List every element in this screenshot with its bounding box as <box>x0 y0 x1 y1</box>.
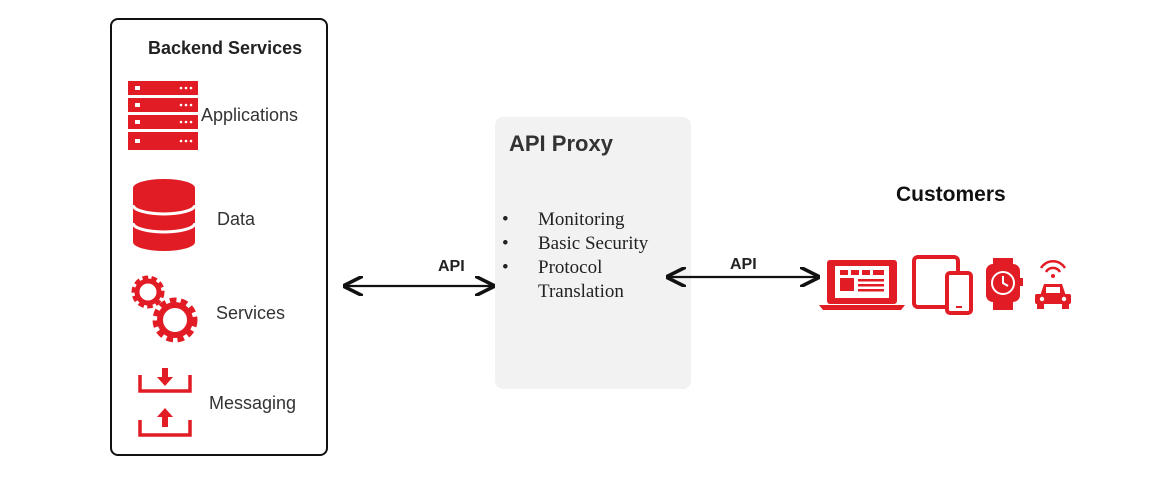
bullet: • <box>502 209 509 230</box>
api-proxy-features-list: • Monitoring • Basic Security • Protocol Tr… <box>500 208 648 304</box>
server-rack-icon <box>128 81 198 150</box>
gears-icon <box>131 275 198 343</box>
api-left-label: API <box>438 258 465 275</box>
feature-label: Basic Security <box>538 233 649 254</box>
backend-services-title: Backend Services <box>148 38 303 58</box>
bullet: • <box>502 233 509 254</box>
feature-basic-security: • Basic Security <box>500 232 648 256</box>
smartwatch-icon <box>986 258 1023 310</box>
feature-monitoring: • Monitoring <box>500 208 648 232</box>
bullet: • <box>502 257 509 278</box>
api-proxy-box <box>495 117 691 389</box>
database-icon <box>131 179 197 251</box>
applications-label: Applications <box>201 105 299 125</box>
laptop-icon <box>819 260 905 310</box>
data-label: Data <box>217 209 256 229</box>
feature-label: Translation <box>538 281 624 302</box>
messaging-label: Messaging <box>209 393 297 413</box>
feature-label: Monitoring <box>538 209 625 230</box>
api-proxy-title: API Proxy <box>509 131 613 156</box>
customers-title: Customers <box>896 183 1006 206</box>
feature-translation: Translation <box>500 280 648 304</box>
feature-protocol: • Protocol <box>500 256 648 280</box>
services-label: Services <box>216 303 286 323</box>
backend-services-box <box>110 18 328 456</box>
messaging-arrows <box>157 368 173 427</box>
inbox-outbox-icon <box>138 375 192 437</box>
tablet-phone-icon <box>912 255 973 315</box>
feature-label: Protocol <box>538 257 603 278</box>
connected-car-icon <box>1035 259 1071 309</box>
